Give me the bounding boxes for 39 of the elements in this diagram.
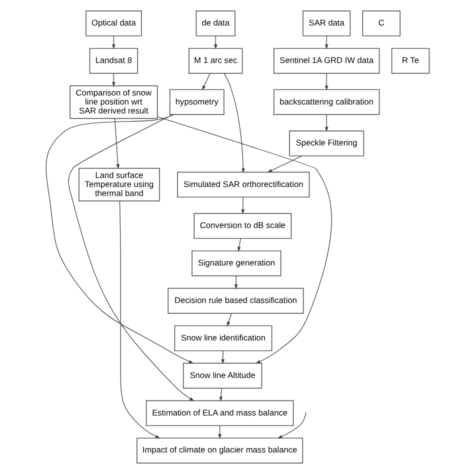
node-box: hypsometry [168, 89, 224, 116]
arrow [202, 73, 210, 90]
arrow [218, 388, 222, 402]
arrow [226, 312, 232, 327]
arrow [45, 114, 194, 364]
node-box: Signature generation [191, 250, 281, 276]
arrow [223, 73, 244, 174]
node-box: Speckle Filtering [288, 130, 364, 156]
node-box: Land surface Temperature using thermal band [78, 168, 160, 202]
arrow [234, 276, 238, 290]
arrow [114, 118, 120, 170]
node-box: Estimation of ELA and mass balance [145, 400, 294, 426]
arrow [68, 114, 194, 402]
arrow [266, 156, 302, 173]
arrow [220, 350, 224, 364]
node-box: Snow line identification [174, 325, 272, 352]
arrow [324, 36, 328, 50]
node-box: C [362, 10, 400, 36]
arrow [324, 114, 328, 132]
node-box: Simulated SAR orthorectification [176, 172, 310, 198]
arrow [276, 414, 306, 438]
node-box: M 1 arc sec [188, 48, 242, 74]
arrow [236, 238, 240, 252]
node-box: Sentinel 1A GRD IW data [272, 48, 380, 74]
node-box: Conversion to dB scale [193, 213, 292, 239]
node-box: Comparison of snow line position wrt SAR derived result [69, 85, 158, 119]
node-box: Snow line Altitude [182, 362, 262, 389]
node-box: Landsat 8 [88, 48, 138, 74]
node-box: Optical data [85, 10, 142, 36]
arrow [324, 73, 328, 91]
node-box: R Te [390, 48, 430, 74]
node-box: Decision rule based classification [167, 288, 304, 314]
node-box: SAR data [302, 10, 350, 36]
node-box: backscattering calibration [272, 89, 380, 116]
node-box: de data [195, 10, 235, 36]
arrow [156, 116, 332, 364]
arrow [240, 196, 244, 214]
node-box: Impact of climate on glacier mass balance [136, 438, 303, 464]
arrow [118, 200, 160, 438]
